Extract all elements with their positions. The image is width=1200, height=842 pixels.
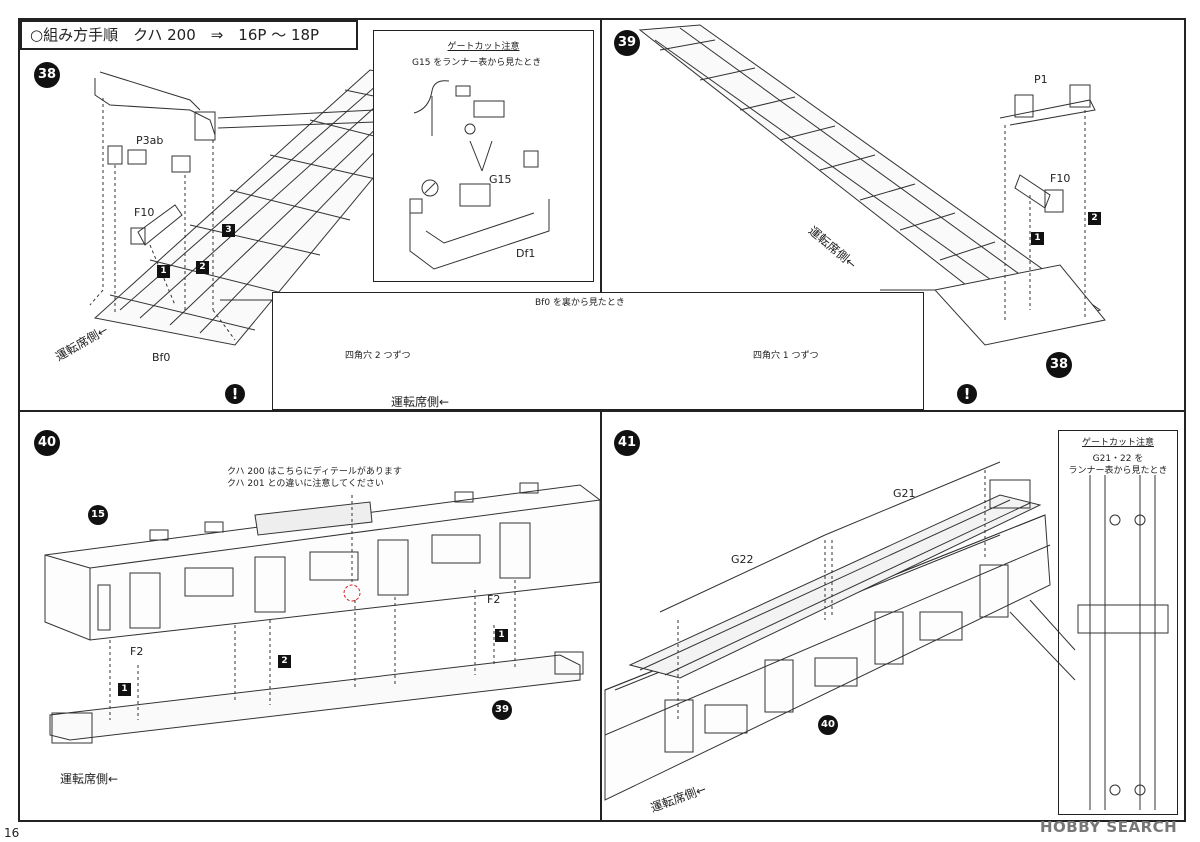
s39-parts-drawing xyxy=(999,84,1096,213)
s40-direction-label: 運転席側← xyxy=(60,772,119,786)
s41-part-g22: G22 xyxy=(731,553,754,566)
s38-gate-cut-note: ゲートカット注意 G15 をランナー表から見たとき G15 Df1 xyxy=(373,30,594,282)
s38-warning-icon: ! xyxy=(225,384,245,404)
s38-part-f10: F10 xyxy=(134,206,155,219)
s38-order-3: 3 xyxy=(222,224,235,237)
s38-gate-note-drawing xyxy=(409,80,550,270)
s38-bottom-note-right: 四角穴 1 つずつ xyxy=(753,351,819,361)
s38-bottom-note-direction: 運転席側← xyxy=(391,395,450,409)
s39-order-2: 2 xyxy=(1088,212,1101,225)
page-number: 16 xyxy=(4,826,20,840)
s40-note-line-1: クハ 200 はこちらにディテールがあります xyxy=(227,467,402,477)
s40-car-drawing xyxy=(44,482,601,641)
s40-order-2: 2 xyxy=(278,655,291,668)
s38-bottom-note-left: 四角穴 2 つずつ xyxy=(345,351,411,361)
step-40-number: 40 xyxy=(34,430,60,456)
s38-part-p3ab: P3ab xyxy=(136,134,164,147)
step-38-number: 38 xyxy=(34,62,60,88)
s41-runner-drawing xyxy=(1077,475,1169,810)
s39-warning-icon: ! xyxy=(957,384,977,404)
s40-part-f2-right: F2 xyxy=(487,593,501,606)
s39-floor-drawing xyxy=(638,24,1106,346)
s38-part-df1: Df1 xyxy=(516,247,536,260)
s38-part-bf0: Bf0 xyxy=(152,351,171,364)
page-frame xyxy=(18,18,1186,822)
s40-order-1-left: 1 xyxy=(118,683,131,696)
s38-gate-note-title: ゲートカット注意 xyxy=(447,42,520,52)
step-39-number: 39 xyxy=(614,30,640,56)
vertical-divider xyxy=(600,18,602,822)
s38-order-1: 1 xyxy=(157,265,170,278)
s38-order-2: 2 xyxy=(196,261,209,274)
s38-part-g15: G15 xyxy=(489,173,512,186)
horizontal-divider xyxy=(18,410,1186,412)
s41-gate-cut-note: ゲートカット注意 G21・22 を ランナー表から見たとき xyxy=(1058,430,1178,815)
s39-order-1: 1 xyxy=(1031,232,1044,245)
s41-guide-lines xyxy=(677,470,986,720)
s39-guide-lines xyxy=(1004,110,1086,320)
s40-highlight-mark xyxy=(343,584,361,602)
s40-part-f2-left: F2 xyxy=(130,645,144,658)
s41-ref-40: 40 xyxy=(818,715,838,735)
step-41-number: 41 xyxy=(614,430,640,456)
s39-part-p1: P1 xyxy=(1034,73,1048,86)
s40-ref-15: 15 xyxy=(88,505,108,525)
s38-bottom-view-note: Bf0 を裏から見たとき 四角穴 2 つずつ 四角穴 1 つずつ 運転席側← xyxy=(272,292,924,410)
s41-gate-note-title: ゲートカット注意 xyxy=(1081,438,1154,448)
page-title: ○組み方手順 クハ 200 ⇒ 16P ～ 18P xyxy=(20,20,358,50)
s41-part-g21: G21 xyxy=(893,487,916,500)
watermark: HOBBY SEARCH xyxy=(1040,818,1178,836)
s39-ref-38: 38 xyxy=(1046,352,1072,378)
s41-gate-note-line-2: ランナー表から見たとき xyxy=(1068,466,1168,476)
s39-part-f10: F10 xyxy=(1050,172,1071,185)
s40-note-line-2: クハ 201 との違いに注意してください xyxy=(227,479,384,489)
s41-roof-drawing xyxy=(628,461,1042,679)
s41-gate-note-line-1: G21・22 を xyxy=(1092,454,1144,464)
s38-bottom-note-title: Bf0 を裏から見たとき xyxy=(535,298,625,308)
s40-ref-39: 39 xyxy=(492,700,512,720)
s40-underframe-drawing xyxy=(49,651,584,744)
s40-order-1-right: 1 xyxy=(495,629,508,642)
s38-callout-line xyxy=(217,109,376,119)
s38-parts-drawing xyxy=(94,71,216,246)
s40-guide-lines xyxy=(109,495,516,720)
s41-callout-line xyxy=(1009,611,1076,681)
s38-gate-note-text: G15 をランナー表から見たとき xyxy=(412,58,542,68)
